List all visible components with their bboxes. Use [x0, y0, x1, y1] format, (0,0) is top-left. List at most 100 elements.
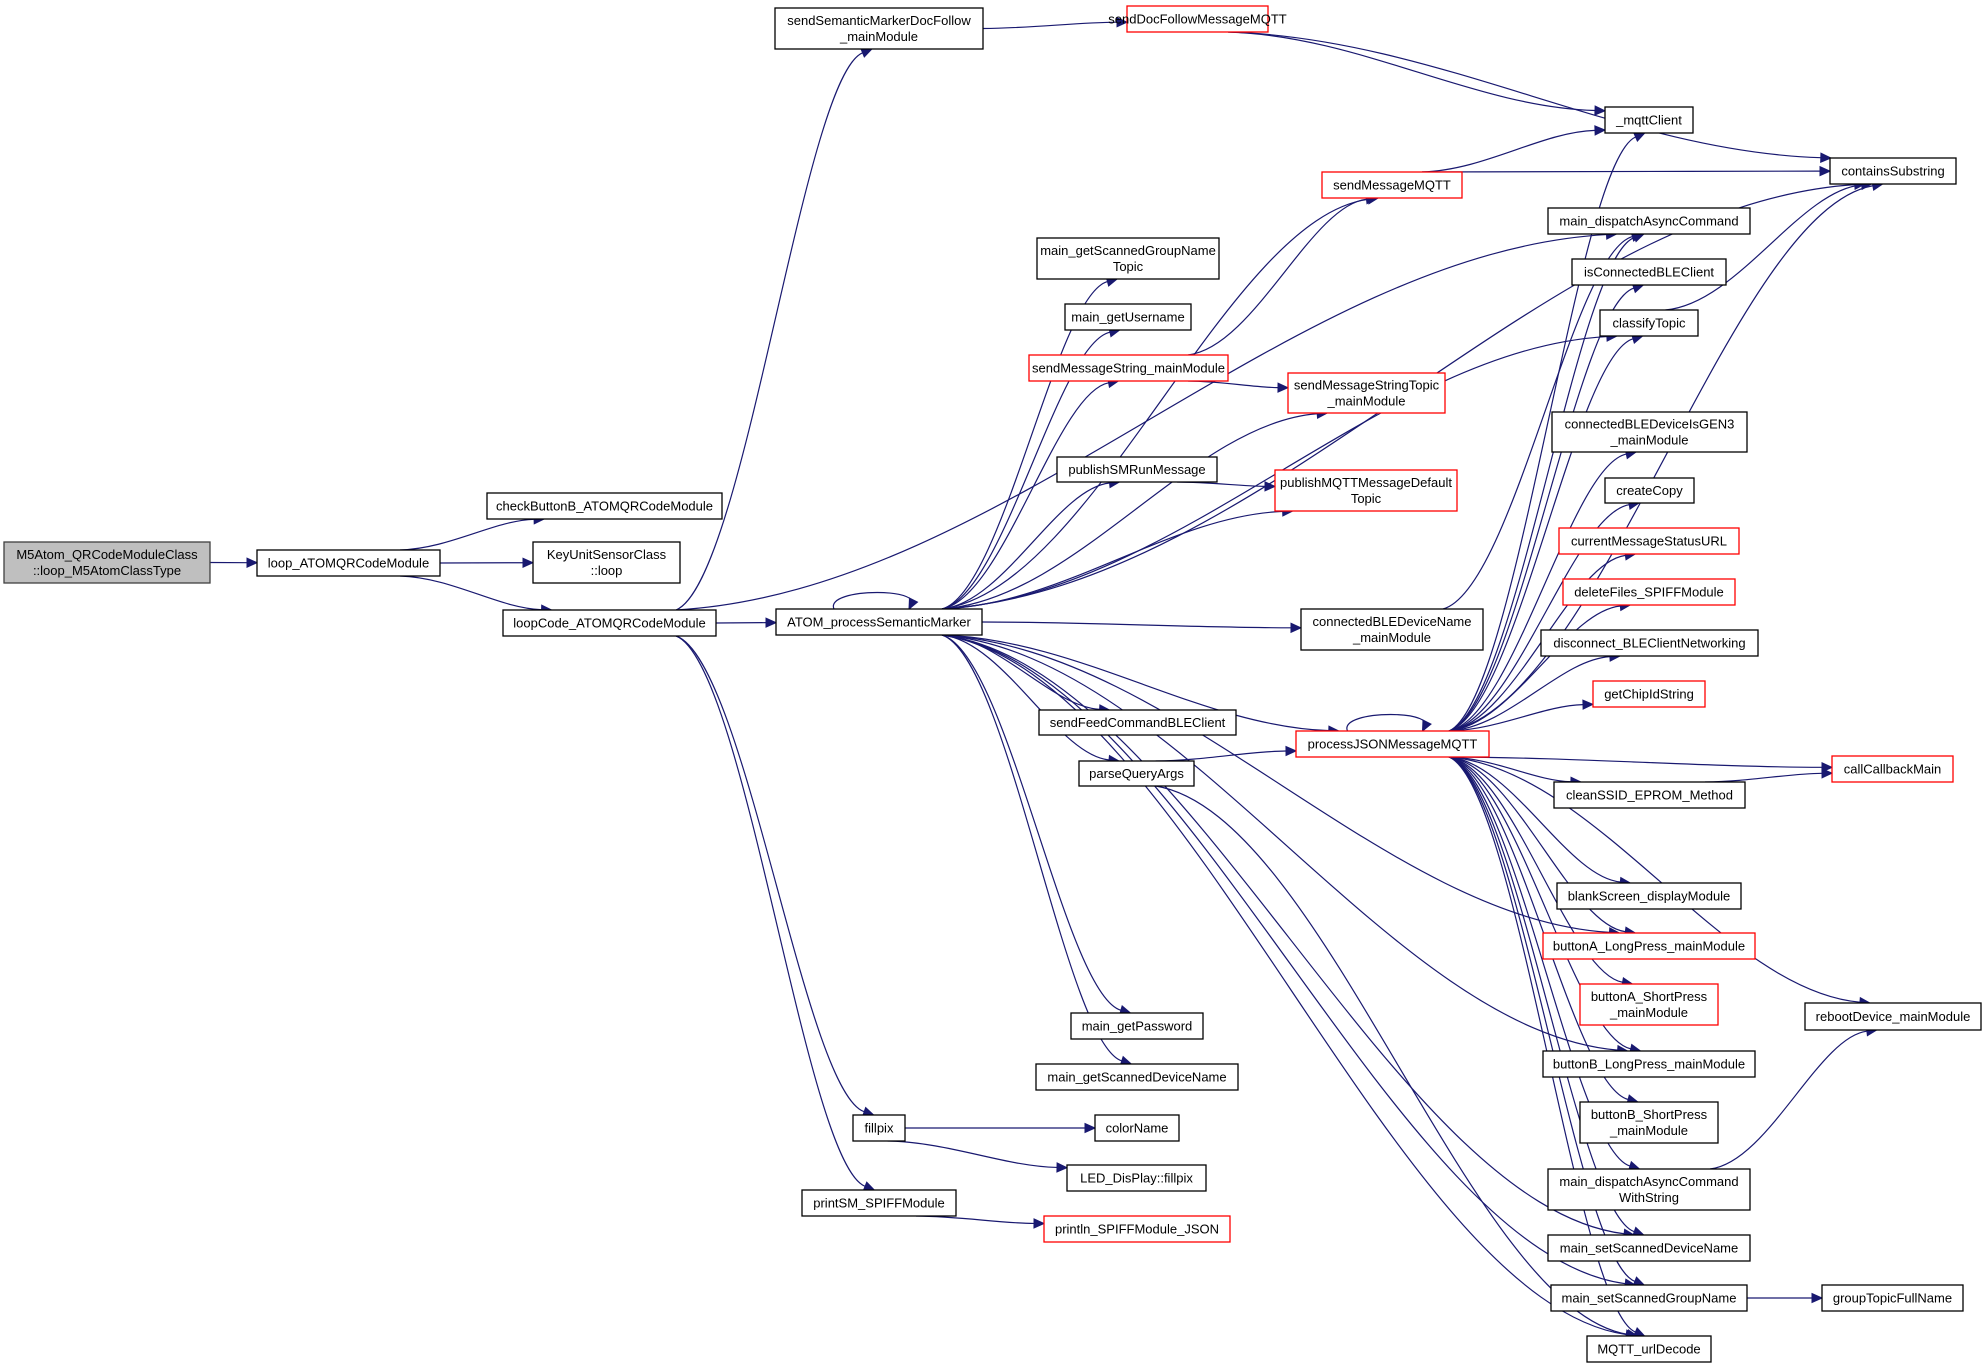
node-label: ::loop: [591, 563, 623, 578]
edge-line: [1448, 756, 1823, 768]
edge-line: [941, 634, 1618, 1051]
node-main-get-scanned-device-name[interactable]: main_getScannedDeviceName: [1035, 1063, 1239, 1091]
edge-line: [1227, 31, 1821, 159]
node-get-chip-id-string[interactable]: getChipIdString: [1592, 680, 1706, 708]
node-label: _mainModule: [839, 29, 918, 44]
node-mqtt-client[interactable]: _mqttClient: [1604, 106, 1694, 134]
arrow-head-icon: [1594, 125, 1607, 136]
edge-line: [1421, 129, 1596, 173]
node-box: [1064, 303, 1192, 331]
node-send-message-string-topic-main-module[interactable]: sendMessageStringTopic_mainModule: [1287, 372, 1446, 414]
node-button-a-short-press-main-module[interactable]: buttonA_ShortPress_mainModule: [1579, 983, 1719, 1026]
node-main-dispatch-async-command[interactable]: main_dispatchAsyncCommand: [1547, 207, 1751, 235]
edge-print-sm-spiffmodule-to-println-spiffmodule-json: [915, 1215, 1046, 1229]
node-publish-smrun-message[interactable]: publishSMRunMessage: [1056, 456, 1218, 483]
node-label: printSM_SPIFFModule: [813, 1196, 945, 1211]
node-main-set-scanned-device-name[interactable]: main_setScannedDeviceName: [1547, 1234, 1751, 1262]
node-println-spiffmodule-json[interactable]: println_SPIFFModule_JSON: [1043, 1215, 1231, 1243]
node-connected-bledevice-is-gen3-main-module[interactable]: connectedBLEDeviceIsGEN3_mainModule: [1551, 411, 1748, 453]
node-box: [1547, 1234, 1751, 1262]
node-color-name[interactable]: colorName: [1094, 1114, 1180, 1142]
node-create-copy[interactable]: createCopy: [1604, 477, 1695, 504]
node-send-message-string-main-module[interactable]: sendMessageString_mainModule: [1028, 354, 1229, 382]
node-key-unit-sensor-class-loop[interactable]: KeyUnitSensorClass::loop: [532, 541, 681, 584]
node-label: main_dispatchAsyncCommand: [1559, 214, 1738, 229]
node-box: [1550, 1284, 1748, 1312]
node-main-set-scanned-group-name[interactable]: main_setScannedGroupName: [1550, 1284, 1748, 1312]
edge-line: [941, 331, 1111, 610]
node-label: sendMessageStringTopic: [1294, 378, 1440, 393]
node-box: [1295, 730, 1490, 758]
node-loop-atomqrcode-module[interactable]: loop_ATOMQRCodeModule: [256, 549, 441, 577]
node-atom-process-semantic-marker[interactable]: ATOM_processSemanticMarker: [775, 608, 983, 636]
node-delete-files-spiffmodule[interactable]: deleteFiles_SPIFFModule: [1562, 578, 1736, 606]
node-label: ATOM_processSemanticMarker: [787, 615, 971, 630]
node-send-doc-follow-message-mqtt[interactable]: sendDocFollowMessageMQTT: [1108, 5, 1287, 33]
node-box: [1829, 157, 1957, 185]
node-button-a-long-press-main-module[interactable]: buttonA_LongPress_mainModule: [1542, 932, 1756, 960]
node-loop-code-atomqrcode-module[interactable]: loopCode_ATOMQRCodeModule: [502, 609, 717, 637]
node-main-get-password[interactable]: main_getPassword: [1070, 1012, 1204, 1040]
node-label: buttonB_LongPress_mainModule: [1553, 1057, 1745, 1072]
node-print-sm-spiffmodule[interactable]: printSM_SPIFFModule: [801, 1189, 957, 1217]
node-box: [532, 541, 681, 584]
edge-send-doc-follow-message-mqtt-to-contains-substring: [1227, 31, 1833, 163]
node-send-feed-command-bleclient[interactable]: sendFeedCommandBLEClient: [1038, 709, 1237, 736]
node-contains-substring[interactable]: containsSubstring: [1829, 157, 1957, 185]
edge-line: [1421, 170, 1821, 173]
node-classify-topic[interactable]: classifyTopic: [1599, 309, 1699, 337]
edge-line: [1448, 756, 1571, 783]
node-fillpix[interactable]: fillpix: [852, 1114, 906, 1142]
node-blank-screen-display-module[interactable]: blankScreen_displayModule: [1556, 882, 1742, 910]
node-clean-ssid-eprom-method[interactable]: cleanSSID_EPROM_Method: [1553, 781, 1746, 809]
node-is-connected-bleclient[interactable]: isConnectedBLEClient: [1571, 258, 1727, 286]
arrow-head-icon: [860, 48, 873, 58]
node-label: colorName: [1106, 1121, 1169, 1136]
node-box: [1036, 237, 1220, 280]
edge-line: [941, 281, 1108, 610]
node-label: Topic: [1113, 259, 1144, 274]
node-reboot-device-main-module[interactable]: rebootDevice_mainModule: [1804, 1002, 1982, 1031]
arrow-head-icon: [1811, 1292, 1824, 1304]
node-disconnect-bleclient-networking[interactable]: disconnect_BLEClientNetworking: [1540, 629, 1759, 657]
node-button-b-long-press-main-module[interactable]: buttonB_LongPress_mainModule: [1542, 1050, 1756, 1078]
node-root[interactable]: M5Atom_QRCodeModuleClass::loop_M5AtomCla…: [3, 541, 211, 584]
edge-line: [1448, 756, 1860, 1003]
node-led-dis-play-fillpix[interactable]: LED_DisPlay::fillpix: [1066, 1164, 1207, 1192]
node-current-message-status-url[interactable]: currentMessageStatusURL: [1558, 527, 1740, 555]
node-box: [1321, 171, 1463, 199]
node-box: [502, 609, 717, 637]
node-main-get-username[interactable]: main_getUsername: [1064, 303, 1192, 331]
node-process-jsonmessage-mqtt[interactable]: processJSONMessageMQTT: [1295, 730, 1490, 758]
node-label: cleanSSID_EPROM_Method: [1566, 788, 1733, 803]
edge-loop-code-atomqrcode-module-to-print-sm-spiffmodule: [675, 635, 876, 1192]
node-box: [1553, 781, 1746, 809]
node-send-semantic-marker-doc-follow-main-module[interactable]: sendSemanticMarkerDocFollow_mainModule: [774, 7, 984, 50]
node-box: [1274, 469, 1458, 512]
edge-line: [1448, 756, 1623, 983]
edge-line: [1448, 756, 1629, 1101]
node-label: main_dispatchAsyncCommand: [1559, 1174, 1738, 1189]
edge-line: [941, 198, 1369, 610]
node-send-message-mqtt[interactable]: sendMessageMQTT: [1321, 171, 1463, 199]
edge-line: [941, 482, 1110, 610]
node-parse-query-args[interactable]: parseQueryArgs: [1078, 760, 1195, 787]
edge-send-message-mqtt-to-contains-substring: [1421, 165, 1832, 177]
node-button-b-short-press-main-module[interactable]: buttonB_ShortPress_mainModule: [1579, 1101, 1719, 1144]
node-check-button-b-atomqrcode-module[interactable]: checkButtonB_ATOMQRCodeModule: [486, 492, 723, 520]
node-box: [1300, 608, 1484, 651]
node-box: [801, 1189, 957, 1217]
node-call-callback-main[interactable]: callCallbackMain: [1831, 755, 1954, 783]
node-mqtt-url-decode[interactable]: MQTT_urlDecode: [1586, 1335, 1712, 1363]
node-connected-bledevice-name-main-module[interactable]: connectedBLEDeviceName_mainModule: [1300, 608, 1484, 651]
edge-line: [941, 634, 1110, 761]
edge-atom-process-semantic-marker-to-main-get-scanned-device-name: [941, 634, 1133, 1066]
node-group-topic-full-name[interactable]: groupTopicFullName: [1821, 1284, 1964, 1312]
node-label: loop_ATOMQRCodeModule: [268, 556, 429, 571]
edge-process-jsonmessage-mqtt-to-call-callback-main: [1448, 756, 1834, 773]
edge-loop-code-atomqrcode-module-to-atom-process-semantic-marker: [715, 617, 778, 628]
